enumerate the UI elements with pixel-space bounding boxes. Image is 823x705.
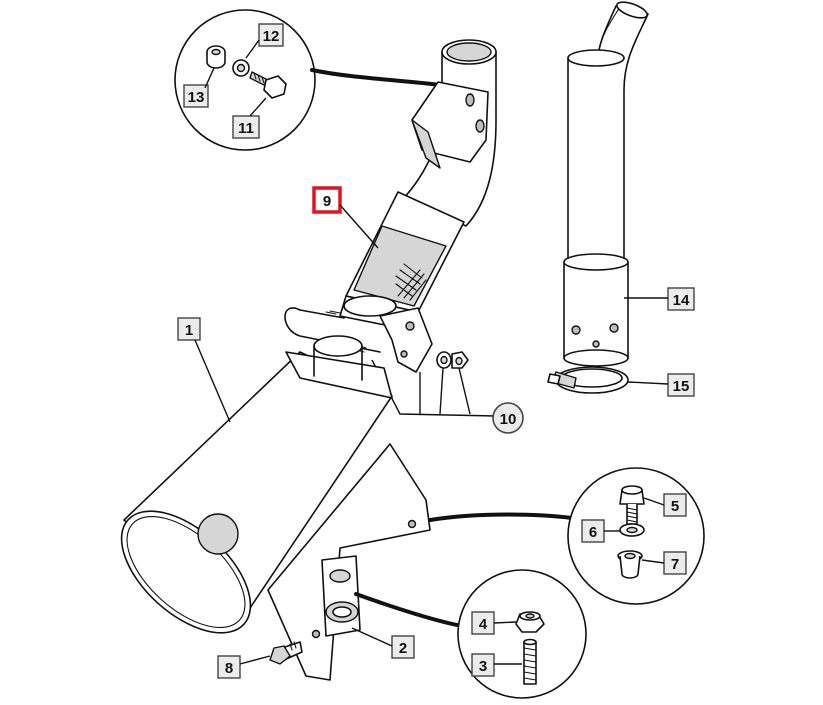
bolt-5-icon bbox=[619, 485, 645, 525]
muffler-body bbox=[120, 335, 431, 681]
exhaust-stack-pipe bbox=[563, 1, 649, 367]
nut-4-icon bbox=[515, 611, 545, 633]
spacer-7-icon bbox=[617, 550, 643, 579]
callout-1: 1 bbox=[177, 317, 231, 423]
callout-9: 9 bbox=[312, 186, 379, 249]
callout-15-label: 15 bbox=[673, 378, 690, 395]
callout-12: 12 bbox=[245, 23, 284, 59]
bolt-icon bbox=[249, 71, 287, 99]
bolt-8-icon bbox=[269, 641, 303, 665]
callout-15: 15 bbox=[627, 373, 695, 397]
callout-12-label: 12 bbox=[263, 28, 280, 45]
callout-3: 3 bbox=[471, 653, 522, 677]
callout-8-label: 8 bbox=[225, 660, 233, 677]
callout-1-label: 1 bbox=[185, 322, 193, 339]
mid-pipe-section bbox=[339, 191, 465, 331]
callout-5-label: 5 bbox=[671, 498, 679, 515]
callout-14: 14 bbox=[624, 287, 695, 311]
callout-4: 4 bbox=[471, 611, 517, 635]
upper-exhaust-pipe bbox=[403, 39, 497, 227]
stud-3-icon bbox=[523, 638, 537, 685]
callout-2: 2 bbox=[351, 627, 415, 659]
callout-7: 7 bbox=[641, 551, 687, 575]
callout-3-label: 3 bbox=[479, 658, 487, 675]
band-clamp bbox=[547, 366, 629, 394]
callout-9-label: 9 bbox=[323, 193, 331, 210]
mesh-pattern bbox=[395, 263, 427, 301]
callout-10-label: 10 bbox=[500, 411, 517, 428]
callout-7-label: 7 bbox=[671, 556, 679, 573]
callout-6-label: 6 bbox=[589, 524, 597, 541]
washer-icon bbox=[232, 59, 250, 77]
callout-14-label: 14 bbox=[673, 292, 690, 309]
callout-4-label: 4 bbox=[479, 616, 488, 633]
callout-11: 11 bbox=[232, 97, 267, 139]
callout-2-label: 2 bbox=[399, 640, 407, 657]
detail-circle-fasteners-top bbox=[174, 9, 442, 151]
callout-11-label: 11 bbox=[238, 120, 254, 137]
callout-8: 8 bbox=[217, 655, 271, 679]
washer-6-icon bbox=[619, 523, 645, 537]
callout-10: 10 bbox=[492, 402, 524, 434]
callout-13-label: 13 bbox=[188, 89, 205, 106]
callout-5: 5 bbox=[643, 493, 687, 517]
callout-13: 13 bbox=[183, 67, 215, 108]
callout-6: 6 bbox=[581, 519, 620, 543]
spacer-icon bbox=[206, 45, 226, 69]
